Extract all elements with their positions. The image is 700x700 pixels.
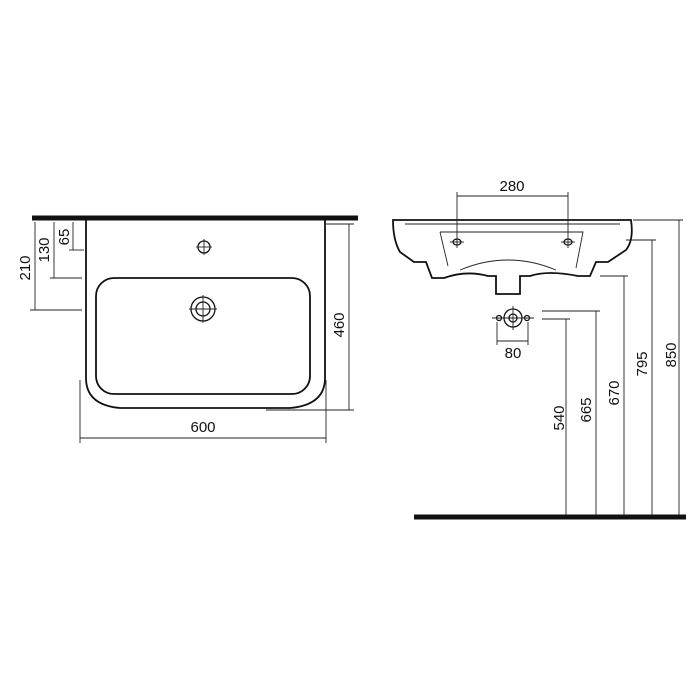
- basin-outline: [85, 220, 326, 409]
- side-view: 280 80 540 665: [392, 178, 686, 520]
- dim-665: 665: [542, 310, 600, 515]
- dim-label-665: 665: [578, 397, 595, 422]
- side-basin-inner: [405, 223, 620, 269]
- dim-80: 80: [496, 322, 529, 362]
- dim-600: 600: [79, 380, 327, 443]
- dim-label-670: 670: [606, 380, 623, 405]
- dim-280: 280: [456, 178, 569, 236]
- top-view: 600 460 210 130 65: [17, 215, 358, 443]
- side-bowl-curve: [459, 259, 557, 271]
- dim-540: 540: [542, 318, 570, 515]
- dim-670: 670: [600, 275, 628, 515]
- dim-850: 850: [633, 219, 683, 515]
- basin-bowl: [95, 277, 311, 395]
- dim-label-460: 460: [331, 312, 348, 337]
- dim-label-130: 130: [36, 237, 53, 262]
- dim-label-850: 850: [663, 342, 680, 367]
- fixing-hole-left: [450, 236, 464, 248]
- drain-hole: [189, 295, 217, 323]
- dim-795: 795: [626, 239, 656, 515]
- dim-210: 210: [17, 222, 82, 311]
- dim-65: 65: [56, 222, 84, 251]
- side-basin-profile: [392, 219, 633, 295]
- dim-130: 130: [36, 222, 82, 279]
- dim-label-280: 280: [499, 178, 524, 195]
- dim-label-795: 795: [634, 351, 651, 376]
- dim-label-210: 210: [17, 255, 34, 280]
- fixing-hole-right: [561, 236, 575, 248]
- dim-label-65: 65: [56, 229, 73, 246]
- dim-label-80: 80: [505, 345, 522, 362]
- tap-hole: [196, 239, 212, 255]
- dim-label-600: 600: [190, 419, 215, 436]
- waste-outlet: [492, 306, 534, 330]
- dim-label-540: 540: [551, 405, 568, 430]
- dim-460: 460: [266, 223, 354, 411]
